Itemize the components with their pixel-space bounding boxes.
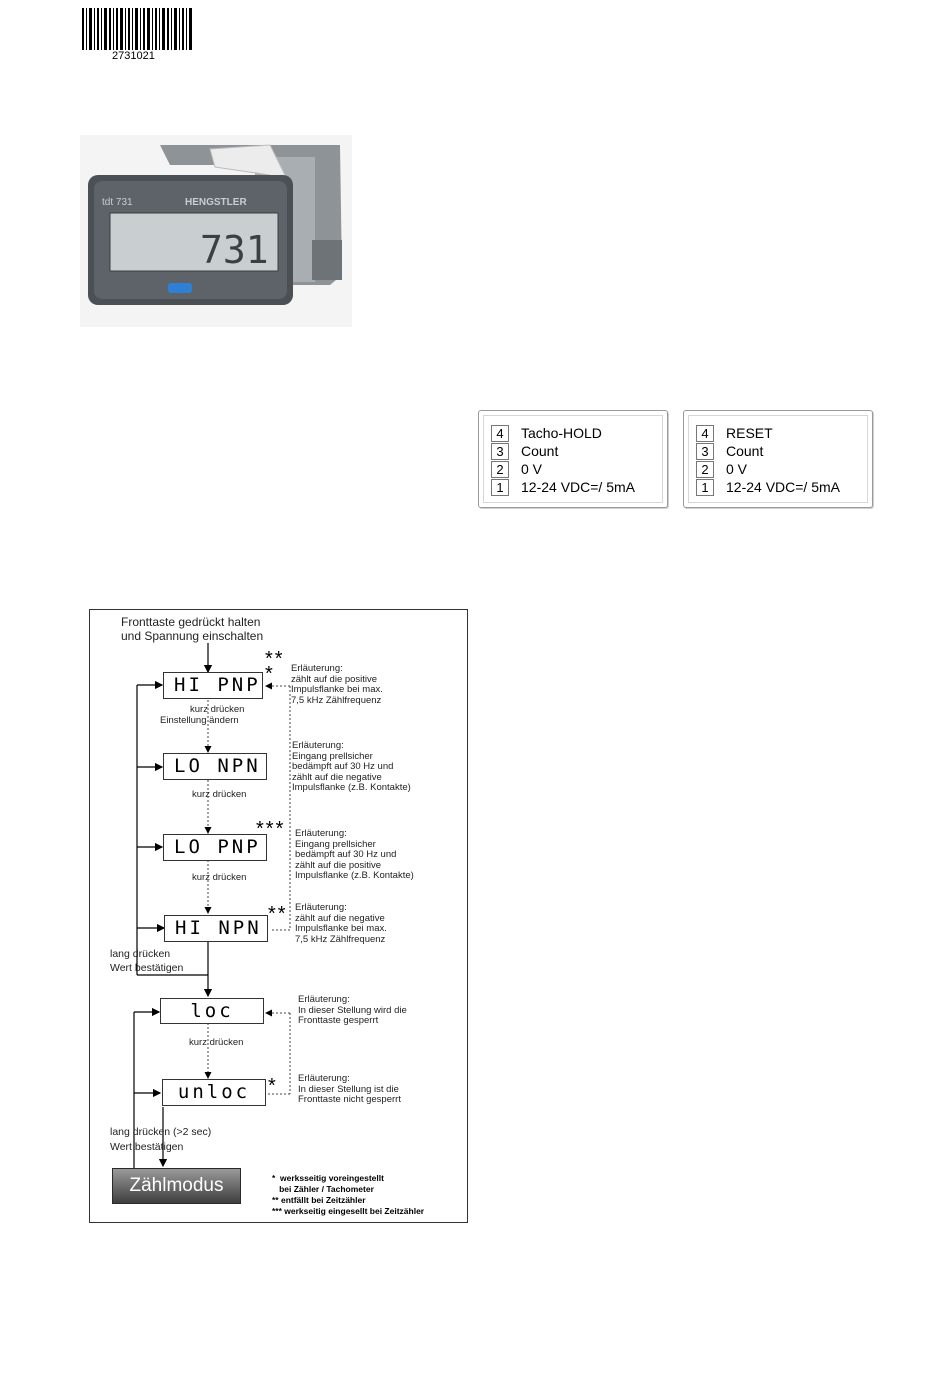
lcd-hi-npn: HI NPN xyxy=(164,915,268,942)
barcode-number: 2731021 xyxy=(112,50,155,62)
legend: * werksseitig voreingestellt bei Zähler … xyxy=(272,1173,424,1217)
lcd-digits: 731 xyxy=(200,228,269,272)
step-short-press: kurz drücken xyxy=(190,705,244,716)
brand-text: HENGSTLER xyxy=(185,197,247,208)
star-marker: * xyxy=(265,665,275,683)
lcd-lo-pnp: LO PNP xyxy=(163,834,267,861)
setup-flowchart: Fronttaste gedrückt halten und Spannung … xyxy=(89,609,468,1223)
start-instruction-2: und Spannung einschalten xyxy=(121,630,263,643)
long-press-confirm: lang drücken xyxy=(110,948,170,960)
long-press-2sec: lang drücken (>2 sec) xyxy=(110,1126,211,1138)
lcd-lo-npn: LO NPN xyxy=(163,753,267,780)
lcd-loc: loc xyxy=(160,998,264,1024)
barcode xyxy=(82,8,192,50)
product-photo: tdt 731 HENGSTLER 731 xyxy=(80,135,352,327)
count-mode-box: Zählmodus xyxy=(112,1168,241,1204)
step-change-setting: Einstellung ändern xyxy=(160,716,239,727)
model-text: tdt 731 xyxy=(102,197,133,208)
step-short-press: kurz drücken xyxy=(192,873,246,884)
star-marker: * xyxy=(268,1077,278,1095)
lcd-unloc: unloc xyxy=(162,1079,266,1106)
star-marker: ** xyxy=(268,905,288,923)
long-press-confirm-value: Wert bestätigen xyxy=(110,1141,183,1153)
star-marker: *** xyxy=(256,820,285,838)
start-instruction-1: Fronttaste gedrückt halten xyxy=(121,616,260,629)
lcd-hi-pnp: HI PNP xyxy=(163,672,263,699)
step-short-press: kurz drücken xyxy=(189,1038,243,1049)
step-short-press: kurz drücken xyxy=(192,790,246,801)
long-press-confirm-value: Wert bestätigen xyxy=(110,962,183,974)
front-button xyxy=(168,283,192,293)
